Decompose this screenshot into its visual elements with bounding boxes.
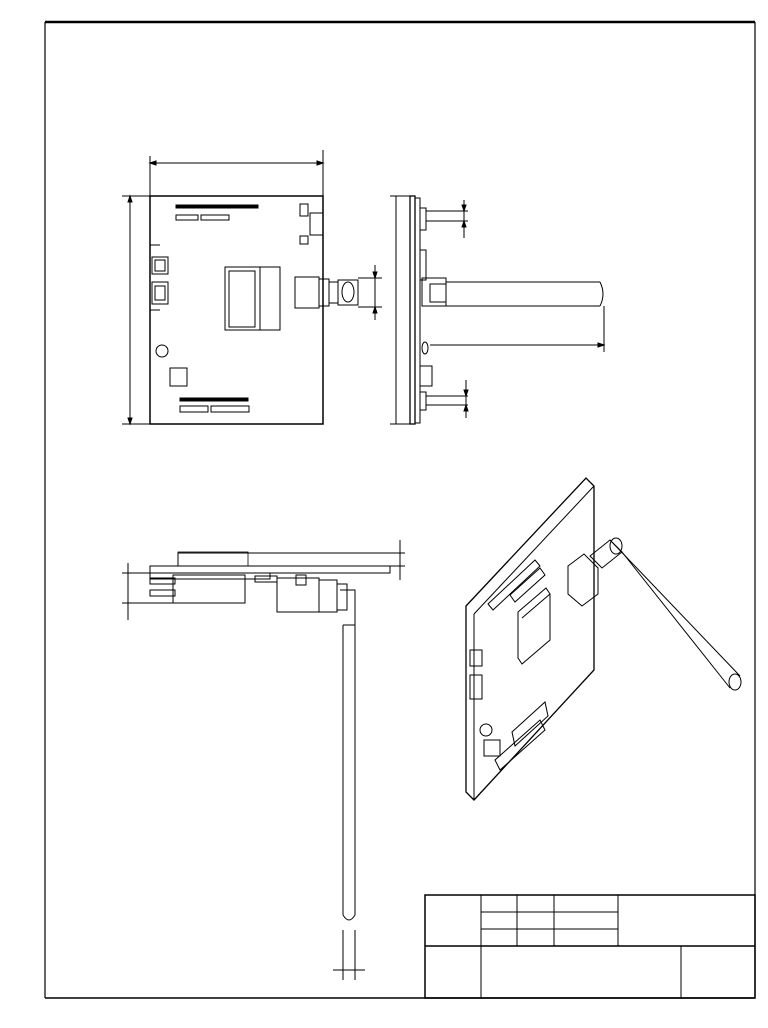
- iso-board: [465, 477, 595, 801]
- header-strip: [414, 197, 421, 424]
- component-profile: [419, 249, 427, 281]
- isometric-view: [465, 477, 742, 801]
- rj-jack-inner: [154, 285, 166, 301]
- iso-headers: [487, 559, 549, 771]
- front-view: [122, 540, 405, 980]
- header-row-top: [175, 204, 259, 221]
- rj-jack-inner: [154, 259, 166, 272]
- main-chip: [224, 266, 281, 331]
- pin-dimension-bottom: [426, 380, 469, 418]
- component-profile: [419, 365, 433, 387]
- side-height-dim: [390, 195, 410, 425]
- header-pins-lower: [149, 574, 246, 604]
- sheet-border: [44, 20, 756, 999]
- main-chip-inner: [228, 270, 256, 328]
- board-profile: [149, 565, 391, 574]
- pin-dimension-top: [426, 200, 468, 238]
- rj-jack: [151, 281, 169, 305]
- iso-chip: [517, 587, 551, 665]
- component-profile: [419, 391, 427, 411]
- iso-antenna-base: [567, 539, 623, 607]
- connector-block: [309, 212, 324, 236]
- front-antenna: [340, 589, 356, 921]
- top-view: [122, 150, 382, 426]
- front-sma: [276, 574, 348, 613]
- dimension-connector: [358, 265, 382, 320]
- iso-antenna-rod: [609, 537, 742, 691]
- component-profile: [419, 207, 427, 231]
- small-switch: [169, 367, 188, 387]
- button-circle: [155, 344, 169, 358]
- mounting-tab: [299, 203, 309, 217]
- iso-connectors: [469, 649, 501, 757]
- mounting-tab: [299, 235, 309, 245]
- rj-jack: [151, 256, 169, 275]
- antenna-width-dim: [333, 930, 365, 980]
- header-pins-upper: [177, 551, 249, 567]
- pcb-outline: [149, 195, 324, 425]
- dimension-height: [122, 194, 150, 426]
- sma-connector: [294, 276, 359, 309]
- header-row-bottom: [179, 397, 250, 413]
- dimension-width: [148, 150, 325, 196]
- front-dimension-right: [390, 540, 405, 580]
- pcb-edge: [409, 195, 416, 425]
- side-antenna: [421, 277, 604, 355]
- side-view: [390, 195, 606, 425]
- dimension-antenna-length: [430, 306, 606, 352]
- front-dimension-left: [122, 563, 173, 620]
- title-block: [424, 894, 756, 999]
